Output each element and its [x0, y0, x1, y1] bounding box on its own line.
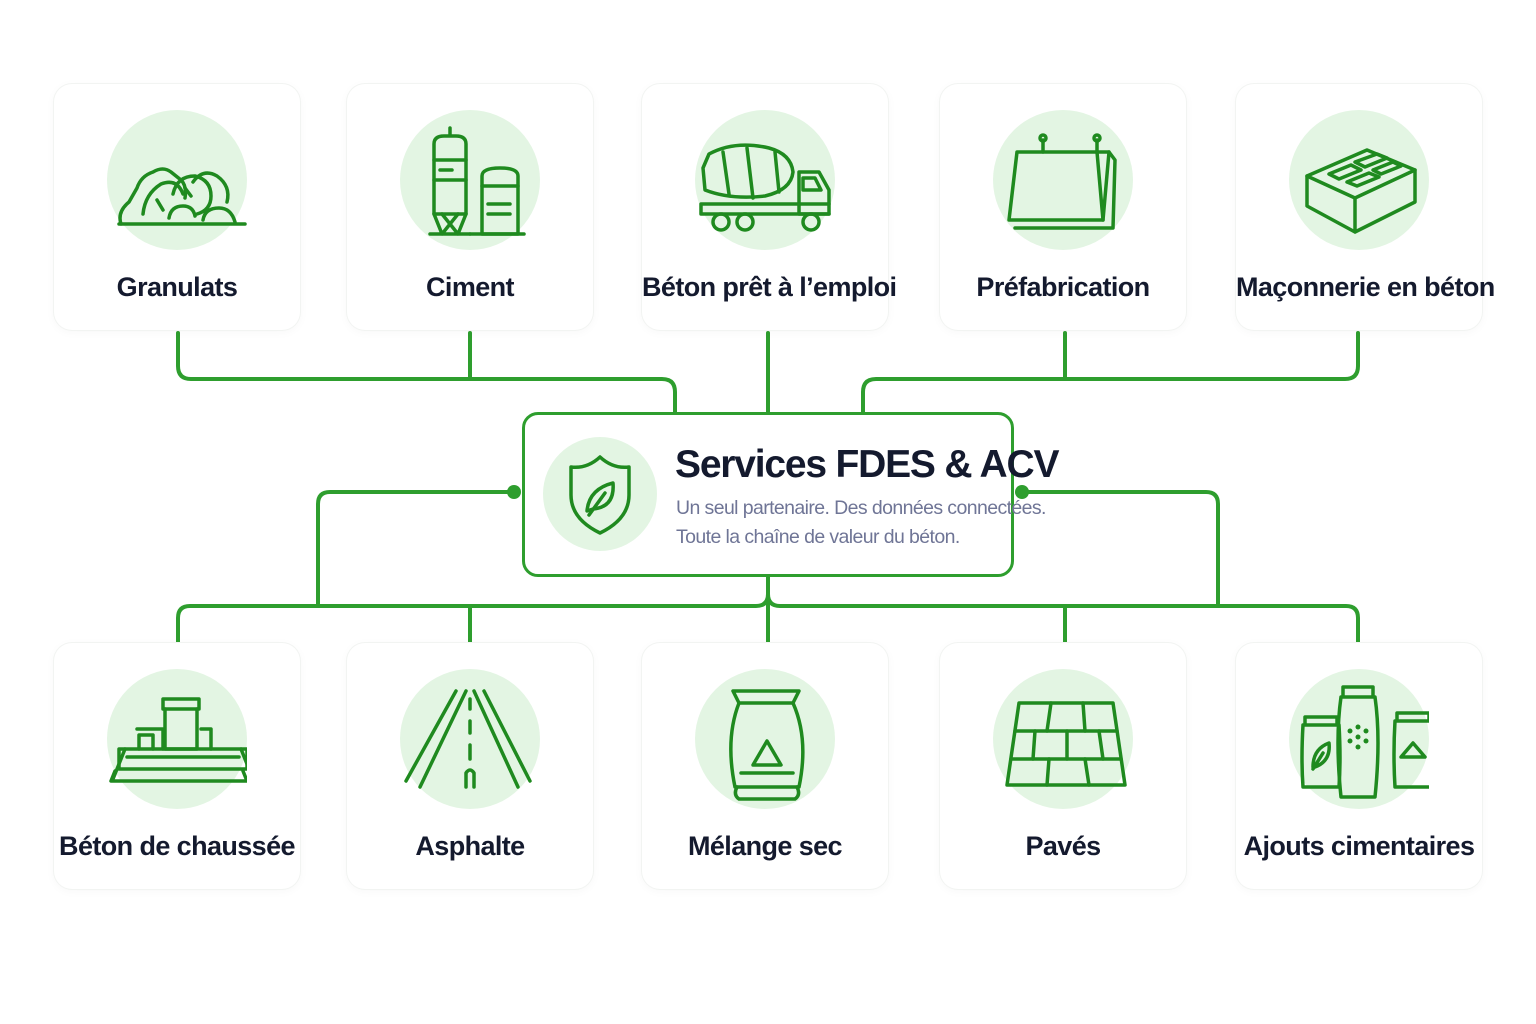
node-paves: Pavés	[940, 643, 1186, 889]
node-label: Béton de chaussée	[59, 831, 295, 861]
node-ciment: Ciment	[347, 84, 593, 330]
node-beton-pret-a-l-emploi: Béton prêt à l’emploi	[642, 84, 897, 330]
node-asphalte: Asphalte	[347, 643, 593, 889]
paving-stones-icon	[993, 669, 1133, 809]
node-label: Pavés	[1025, 831, 1101, 861]
center-subtitle-line-2: Toute la chaîne de valeur du béton.	[676, 526, 960, 548]
node-beton-de-chaussee: Béton de chaussée	[54, 643, 300, 889]
supplement-bags-icon	[1289, 669, 1429, 809]
node-label: Béton prêt à l’emploi	[642, 272, 897, 302]
node-label: Mélange sec	[688, 831, 843, 861]
shield-leaf-icon	[543, 437, 657, 551]
center-node-fdes-acv: Services FDES & ACV Un seul partenaire. …	[522, 412, 1059, 577]
node-melange-sec: Mélange sec	[642, 643, 888, 889]
node-label: Ciment	[426, 272, 515, 302]
node-granulats: Granulats	[54, 84, 300, 330]
dry-mix-bag-icon	[695, 669, 835, 809]
mixer-truck-icon	[695, 110, 835, 250]
road-icon	[400, 669, 540, 809]
node-label: Granulats	[116, 272, 238, 302]
precast-panel-icon	[993, 110, 1133, 250]
node-prefabrication: Préfabrication	[940, 84, 1186, 330]
rocks-icon	[107, 110, 247, 250]
center-subtitle-line-1: Un seul partenaire. Des données connecté…	[676, 497, 1046, 519]
center-title: Services FDES & ACV	[675, 443, 1059, 486]
cement-silo-icon	[400, 110, 540, 250]
node-label: Asphalte	[415, 831, 525, 861]
node-maconnerie-en-beton: Maçonnerie en béton	[1236, 84, 1495, 330]
node-label: Ajouts cimentaires	[1243, 831, 1475, 861]
node-label: Préfabrication	[976, 272, 1150, 302]
node-label: Maçonnerie en béton	[1236, 272, 1495, 302]
concrete-block-icon	[1289, 110, 1429, 250]
paver-machine-icon	[107, 669, 247, 809]
node-ajouts-cimentaires: Ajouts cimentaires	[1236, 643, 1482, 889]
